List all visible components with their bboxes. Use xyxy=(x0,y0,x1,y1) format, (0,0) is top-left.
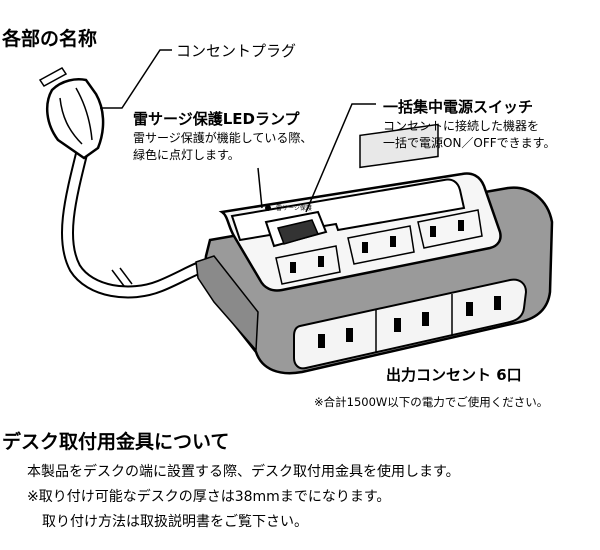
front-outlets xyxy=(318,296,501,348)
plug-leader xyxy=(100,49,172,109)
desk-line-1: 本製品をデスクの端に設置する際、デスク取付用金具を使用します。 xyxy=(27,464,460,480)
led-small-label: 雷サージ保護 xyxy=(276,204,312,212)
led-desc-2: 緑色に点灯します。 xyxy=(133,148,240,162)
plug-icon xyxy=(38,67,105,160)
outlet-note: ※合計1500W以下の電力でご使用ください。 xyxy=(314,395,549,409)
power-switch xyxy=(264,210,328,248)
plug-label: コンセントプラグ xyxy=(176,42,297,60)
led-desc-1: 雷サージ保護が機能している際、 xyxy=(133,131,313,145)
switch-desc-1: コンセントに接続した機器を xyxy=(383,119,540,133)
top-outlets xyxy=(290,220,464,273)
switch-leader xyxy=(305,103,376,213)
led-title: 雷サージ保護LEDランプ xyxy=(133,110,300,128)
outlet-title: 出力コンセント 6口 xyxy=(386,366,522,384)
led-lamp xyxy=(265,205,271,211)
desk-line-2: ※取り付け可能なデスクの厚さは38mmまでになります。 xyxy=(27,489,391,505)
led-leader xyxy=(257,167,263,209)
desk-line-3: 取り付け方法は取扱説明書をご覧下さい。 xyxy=(42,514,308,530)
strip-top: 雷サージ保護 xyxy=(218,123,502,292)
desk-title: デスク取付用金具について xyxy=(2,431,230,453)
switch-desc-2: 一括で電源ON／OFFできます。 xyxy=(383,136,556,150)
switch-title: 一括集中電源スイッチ xyxy=(383,98,534,116)
parts-title: 各部の名称 xyxy=(2,28,98,50)
